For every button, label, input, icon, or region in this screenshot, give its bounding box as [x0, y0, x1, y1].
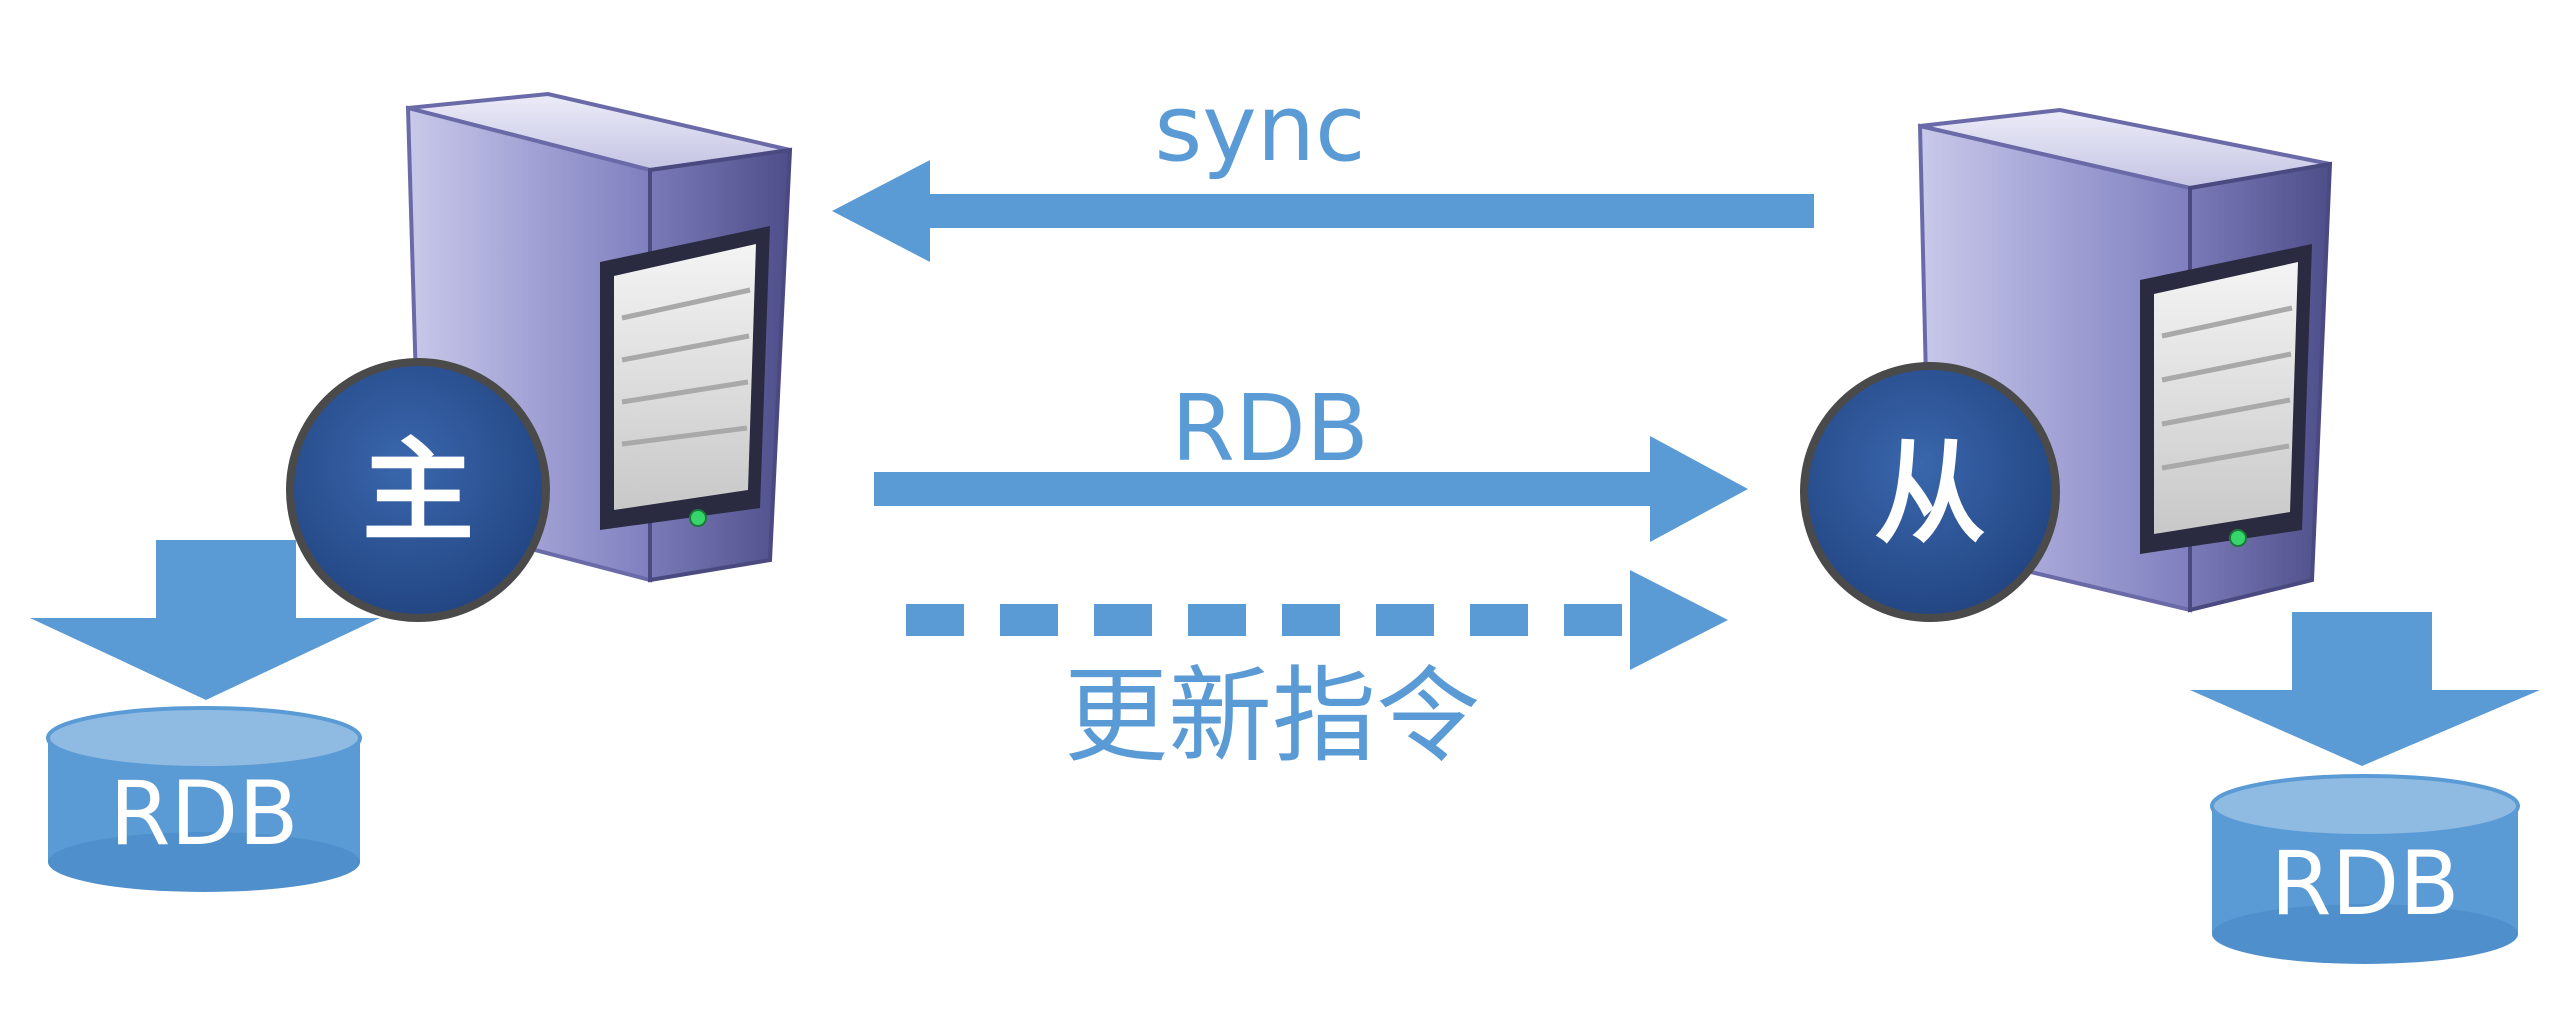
rdb-transfer-arrow [874, 436, 1748, 542]
slave-badge-label: 从 [1874, 429, 1986, 559]
master-rdb-database-icon: RDB [46, 706, 362, 892]
sync-arrow [832, 160, 1814, 262]
update-commands-label: 更新指令 [1064, 655, 1480, 777]
slave-badge: 从 [1800, 362, 2060, 622]
slave-server-icon [1917, 107, 2333, 613]
sync-label: sync [1154, 75, 1365, 182]
master-badge-label: 主 [362, 427, 474, 557]
rdb-transfer-label: RDB [1171, 375, 1369, 482]
master-db-label: RDB [109, 762, 298, 865]
slave-db-label: RDB [2270, 832, 2459, 935]
master-save-arrow [30, 540, 380, 700]
slave-save-arrow [2190, 612, 2540, 766]
update-commands-arrow [906, 570, 1728, 670]
master-badge: 主 [286, 358, 550, 622]
slave-rdb-database-icon: RDB [2210, 774, 2520, 964]
